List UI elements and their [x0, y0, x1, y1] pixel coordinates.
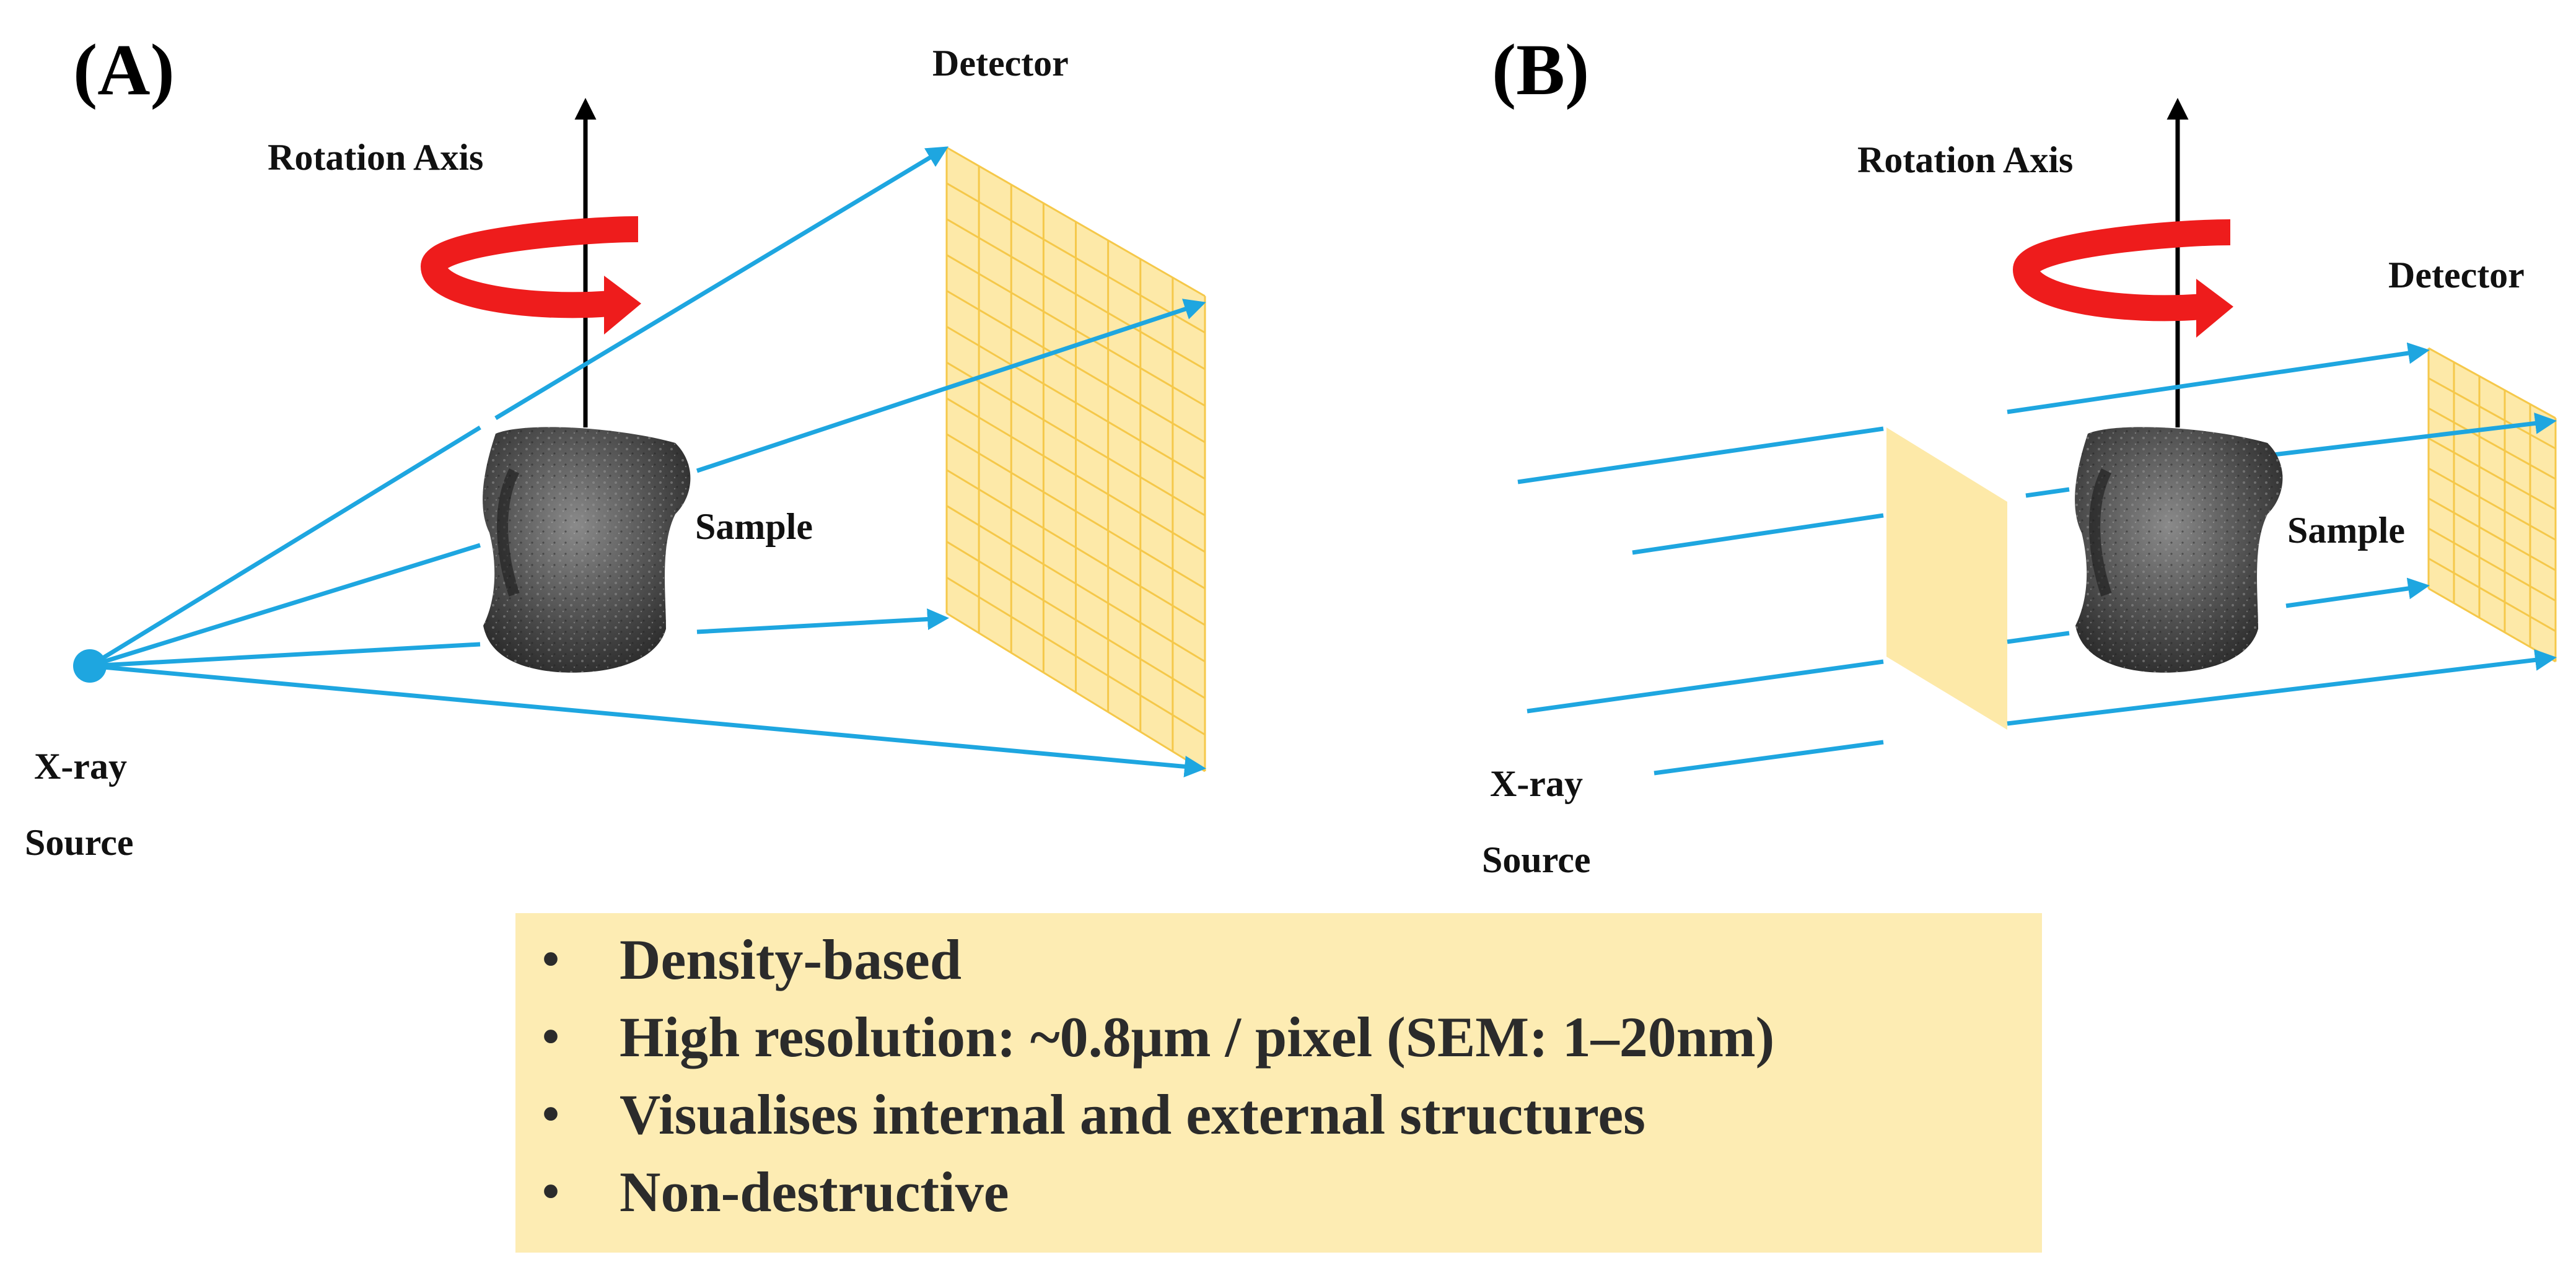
panel-a-beams — [89, 146, 1206, 777]
panel-a-detector — [945, 146, 1206, 772]
panel-a-axis-label: Rotation Axis — [268, 137, 483, 178]
panel-a-detector-label: Detector — [932, 43, 1069, 84]
panel-a-source-dot-icon — [73, 649, 107, 683]
info-item-2: • High resolution: ~0.8μm / pixel (SEM: … — [542, 1005, 1774, 1069]
panel-a-sample-label: Sample — [695, 506, 813, 547]
info-item-1: • Density-based — [542, 928, 962, 991]
panel-b-beams — [1517, 342, 2557, 776]
panel-a-source-label-line2: Source — [25, 822, 134, 863]
panel-b-sample-label: Sample — [2287, 510, 2405, 551]
info-box: • Density-based • High resolution: ~0.8μ… — [515, 913, 2042, 1253]
panel-b-label: (B) — [1492, 29, 1589, 110]
svg-text:•: • — [542, 1165, 559, 1219]
svg-text:•: • — [542, 1010, 559, 1064]
info-item-text: Non-destructive — [620, 1160, 1009, 1223]
info-item-text: Density-based — [620, 928, 962, 991]
panel-b-sample — [2075, 427, 2283, 673]
info-item-3: • Visualises internal and external struc… — [542, 1083, 1645, 1146]
panel-b-detector-label: Detector — [2388, 255, 2525, 295]
panel-b-detector — [2427, 347, 2557, 663]
panel-a-sample — [483, 427, 691, 673]
panel-b: (B) Rotation Axis Detector — [1482, 29, 2557, 880]
info-item-4: • Non-destructive — [542, 1160, 1009, 1223]
panel-a-source-label-line1: X-ray — [34, 746, 127, 787]
panel-a-rotation-arrow-icon — [420, 216, 641, 335]
svg-text:•: • — [542, 932, 559, 987]
panel-a-label: (A) — [73, 29, 175, 110]
info-item-text: High resolution: ~0.8μm / pixel (SEM: 1–… — [620, 1005, 1774, 1069]
panel-b-plate — [1886, 427, 2007, 730]
panel-b-source-label-line2: Source — [1482, 839, 1591, 880]
panel-b-source-label-line1: X-ray — [1490, 763, 1583, 804]
panel-b-axis-label: Rotation Axis — [1857, 139, 2073, 180]
panel-a: (A) Detector Rotation Axis — [25, 29, 1206, 863]
info-item-text: Visualises internal and external structu… — [620, 1083, 1645, 1146]
svg-text:•: • — [542, 1087, 559, 1142]
panel-b-rotation-arrow-icon — [2012, 219, 2233, 338]
